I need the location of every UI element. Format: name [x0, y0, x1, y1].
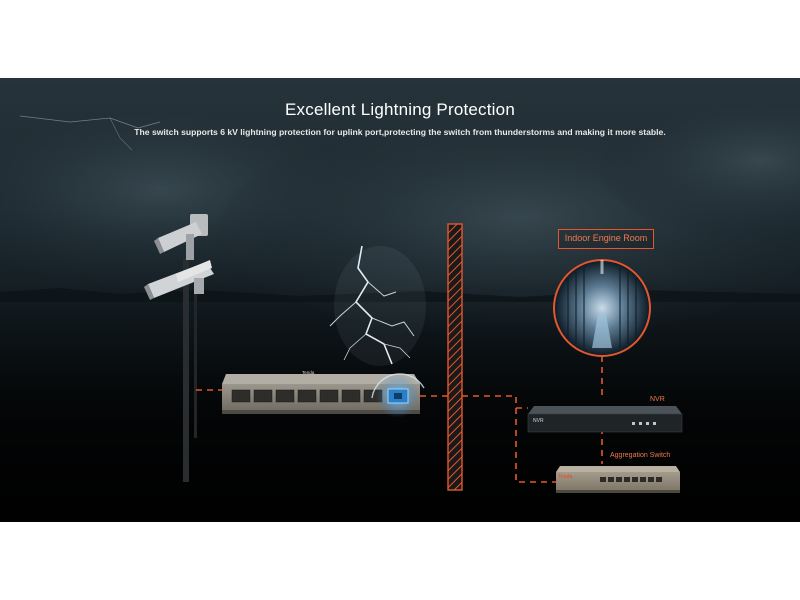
camera-pole-cable: [194, 278, 197, 438]
lightning-bolt-icon: [109, 117, 133, 151]
security-camera-icon: [154, 214, 208, 260]
protective-wall-icon: [447, 223, 463, 491]
storm-cloud: [600, 98, 800, 238]
aggregation-switch-brand: Tenda: [558, 474, 573, 480]
lightning-protection-banner: Excellent Lightning Protection The switc…: [0, 78, 800, 522]
nvr-device-icon: [527, 406, 683, 433]
rack-switch-icon: [556, 466, 680, 493]
scene-graphic: [0, 98, 800, 522]
server-room-icon: [553, 259, 651, 357]
aggregation-switch-label: Aggregation Switch: [610, 452, 671, 459]
page-subtitle: The switch supports 6 kV lightning prote…: [134, 127, 666, 137]
camera-pole: [183, 258, 189, 482]
indoor-engine-room-label: Indoor Engine Room: [558, 229, 654, 249]
lightning-bolt-icon: [329, 245, 426, 366]
desktop-switch-brand: Tenda: [302, 370, 315, 375]
nvr-label: NVR: [650, 396, 665, 403]
nvr-device-text: NVR: [533, 418, 544, 424]
desktop-switch-icon: [222, 373, 425, 418]
security-camera-icon: [144, 260, 214, 300]
network-link-lines: [196, 356, 603, 483]
page-title: Excellent Lightning Protection: [285, 100, 515, 119]
